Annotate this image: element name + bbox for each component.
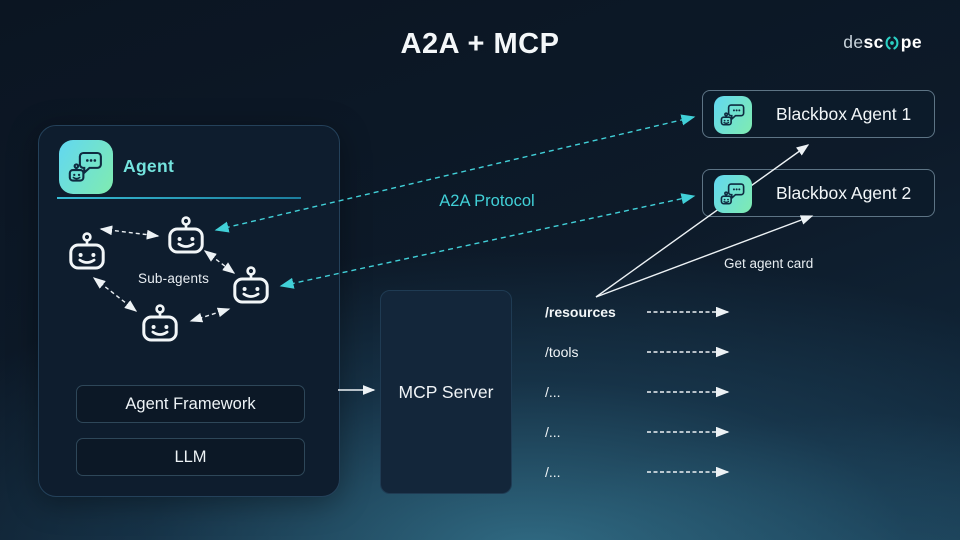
- get-agent-card-arrows: [595, 144, 814, 298]
- agent-box-title: Agent: [123, 156, 175, 176]
- endpoint-resources: /resources: [545, 304, 616, 320]
- blackbox-agent-1-box: Blackbox Agent 1: [702, 90, 935, 138]
- blackbox-agent-1-icon: [714, 96, 752, 134]
- page-title: A2A + MCP: [400, 28, 560, 60]
- agent-framework-box: Agent Framework: [76, 385, 305, 423]
- logo-text-sc: sc: [863, 32, 884, 52]
- mcp-server-box: MCP Server: [380, 290, 512, 494]
- blackbox-agent-2-label: Blackbox Agent 2: [776, 182, 912, 203]
- blackbox-agent-2-icon: [714, 175, 752, 213]
- agent-robot-chat-icon: [59, 140, 113, 194]
- endpoint-etc-3: /...: [545, 464, 561, 480]
- logo-text-de: de: [843, 32, 864, 52]
- mcp-server-label: MCP Server: [398, 381, 494, 402]
- agent-framework-label: Agent Framework: [125, 394, 256, 413]
- llm-box: LLM: [76, 438, 305, 476]
- endpoint-arrows: [647, 306, 730, 478]
- llm-label: LLM: [174, 447, 207, 466]
- blackbox-agent-1-label: Blackbox Agent 1: [776, 103, 912, 124]
- sub-agents-label: Sub-agents: [138, 271, 210, 286]
- logo-text-pe: pe: [900, 32, 922, 52]
- endpoint-tools: /tools: [545, 344, 579, 360]
- agent-container: Agent Agent Framework LLM: [38, 125, 340, 497]
- agent-header-divider: [57, 197, 301, 199]
- get-agent-card-label: Get agent card: [724, 256, 814, 271]
- blackbox-agent-2-box: Blackbox Agent 2: [702, 169, 935, 217]
- endpoint-etc-2: /...: [545, 424, 561, 440]
- a2a-protocol-label: A2A Protocol: [439, 192, 535, 210]
- endpoint-etc-1: /...: [545, 384, 561, 400]
- descope-o-icon: [884, 35, 900, 51]
